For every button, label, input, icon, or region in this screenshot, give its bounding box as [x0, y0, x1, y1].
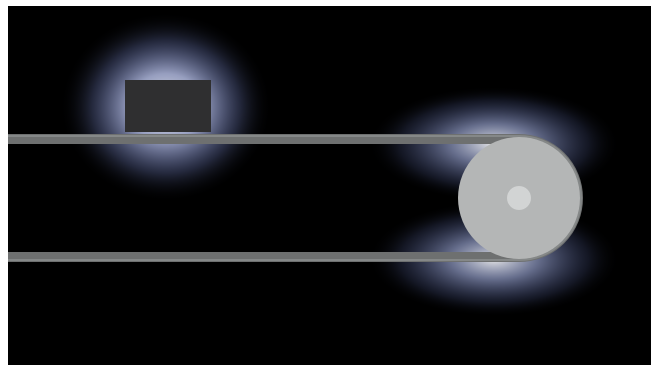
- pulley-hub: [507, 186, 531, 210]
- object-on-belt: [125, 80, 211, 132]
